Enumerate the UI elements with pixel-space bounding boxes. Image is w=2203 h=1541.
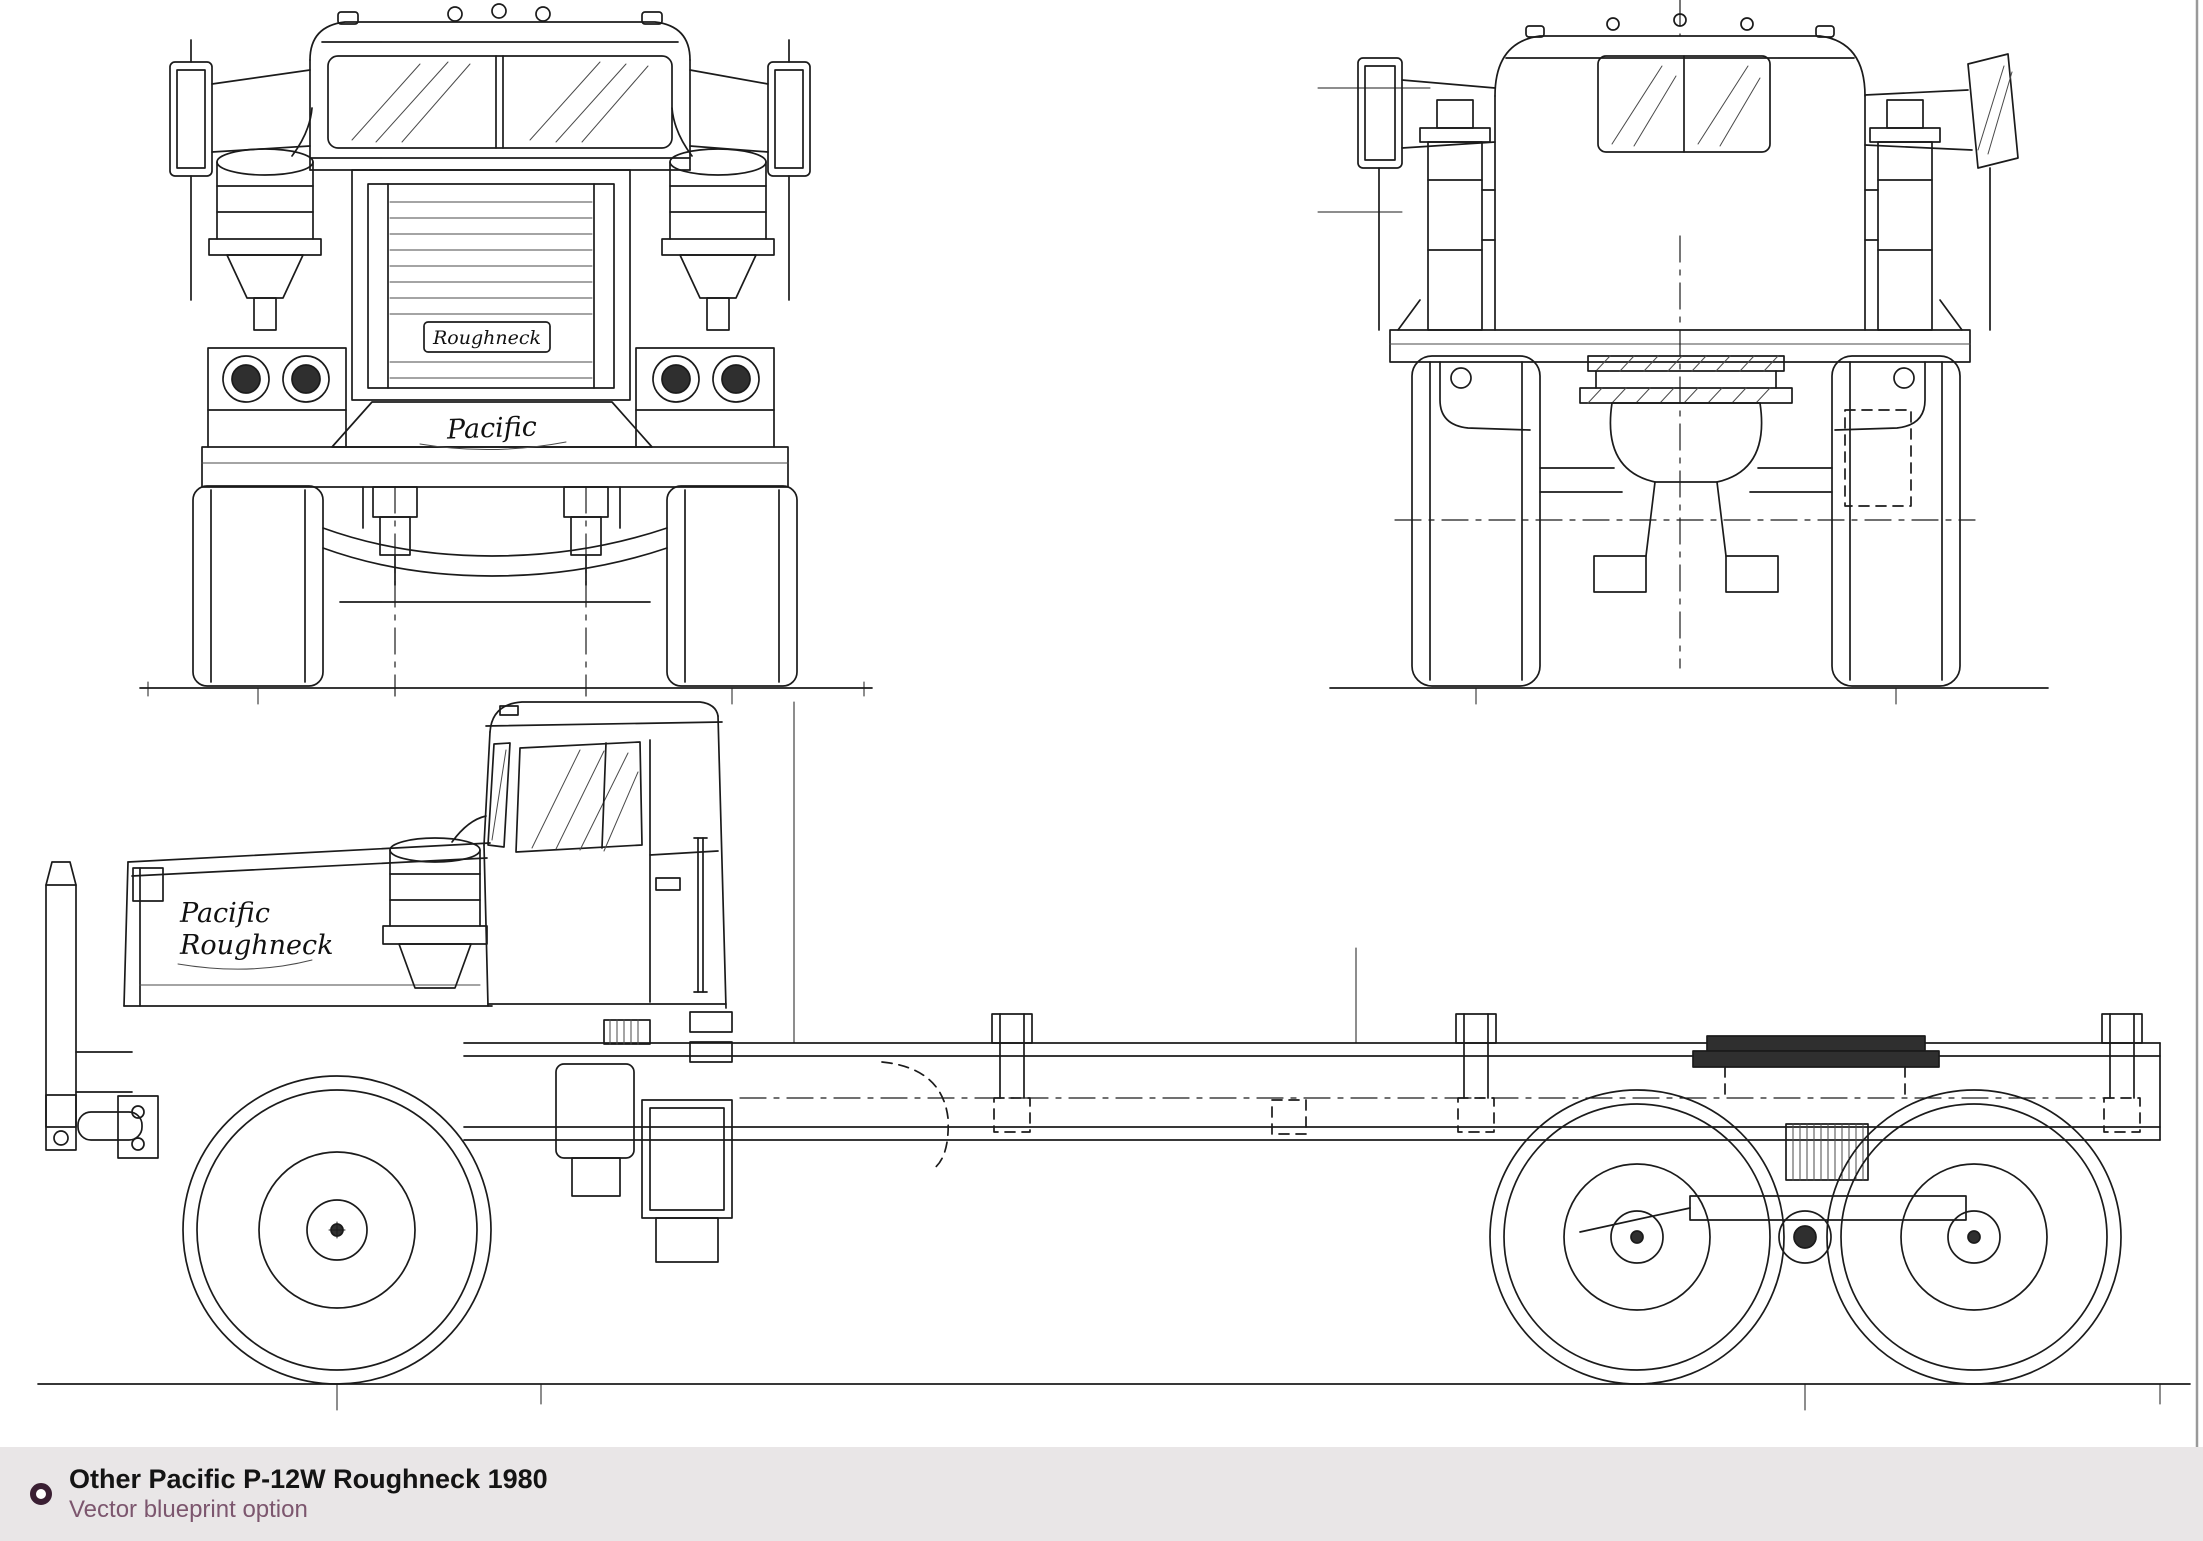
side-front-bumper bbox=[45, 861, 159, 1159]
side-behind-cab-equipment bbox=[555, 1019, 950, 1263]
front-tires bbox=[192, 485, 798, 687]
blueprint-drawing: Roughneck bbox=[37, 0, 2199, 1447]
front-bumper-script-text: Pacific bbox=[445, 411, 537, 445]
side-cab bbox=[483, 701, 733, 1063]
front-ground-line bbox=[139, 681, 873, 705]
front-mirrors bbox=[169, 39, 811, 301]
front-axle bbox=[322, 486, 668, 697]
bullet-ring-icon bbox=[30, 1483, 52, 1505]
front-headlights bbox=[207, 347, 775, 448]
rear-axle-differential bbox=[1394, 0, 1976, 669]
caption-subtitle: Vector blueprint option bbox=[69, 1496, 308, 1523]
front-cab bbox=[309, 3, 691, 171]
rear-ground-line bbox=[1329, 687, 2049, 705]
side-rear-suspension bbox=[1579, 1123, 1967, 1264]
side-hood: Pacific Roughneck bbox=[123, 842, 493, 1007]
side-fifth-wheel-plates bbox=[1692, 1035, 1940, 1099]
rear-view-drawing bbox=[1317, 0, 2049, 705]
side-front-wheel bbox=[182, 1075, 492, 1385]
rear-crossmember bbox=[1439, 355, 1926, 431]
front-air-cleaners bbox=[208, 107, 775, 331]
rear-mirrors bbox=[1357, 53, 2019, 331]
caption-text-block: Other Pacific P-12W Roughneck 1980 Vecto… bbox=[69, 1464, 548, 1524]
front-bumper: Pacific bbox=[201, 401, 789, 488]
caption-title: Other Pacific P-12W Roughneck 1980 bbox=[69, 1464, 548, 1494]
front-grille: Roughneck bbox=[351, 169, 631, 401]
front-view-drawing: Roughneck bbox=[139, 3, 873, 705]
side-air-cleaner bbox=[382, 815, 488, 989]
rear-cab bbox=[1494, 13, 1866, 331]
side-hood-script-line2: Roughneck bbox=[179, 930, 334, 961]
side-frame-clamps bbox=[991, 1013, 2143, 1135]
caption-bar: Other Pacific P-12W Roughneck 1980 Vecto… bbox=[0, 1447, 2203, 1541]
front-grille-badge-text: Roughneck bbox=[432, 327, 541, 349]
side-ground-line bbox=[37, 1383, 2191, 1411]
rear-tires bbox=[1411, 355, 1961, 687]
side-rear-wheels bbox=[1489, 1089, 2122, 1385]
side-hood-script-line1: Pacific bbox=[179, 898, 270, 929]
rear-datum-lines bbox=[1317, 87, 1431, 213]
side-view-drawing: Pacific Roughneck bbox=[37, 701, 2191, 1411]
